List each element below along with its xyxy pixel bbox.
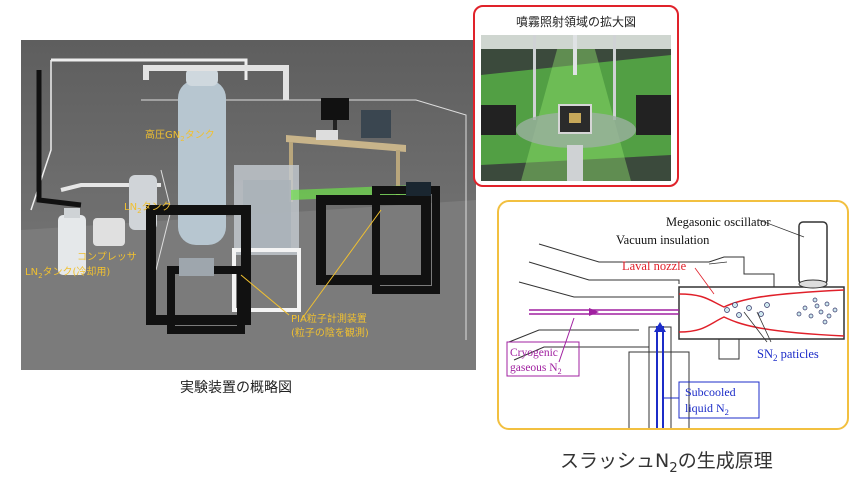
compressor-label: コンプレッサ bbox=[77, 252, 137, 263]
pia-label-line1: PIA粒子計測装置 bbox=[291, 314, 367, 325]
principle-panel: Megasonic oscillator Vacuum insulation L… bbox=[497, 200, 849, 430]
zoom-drawing bbox=[481, 35, 671, 181]
subcooled-label-line1: Subcooled bbox=[685, 385, 736, 399]
ln2-tank-label: LN2タンク bbox=[124, 202, 172, 215]
laval-label: Laval nozzle bbox=[622, 259, 687, 273]
apparatus-drawing bbox=[21, 58, 476, 370]
megasonic-label: Megasonic oscillator bbox=[666, 215, 771, 229]
tank-icon bbox=[178, 80, 226, 245]
vacuum-label: Vacuum insulation bbox=[616, 233, 710, 247]
zoom-title: 噴霧照射領域の拡大図 bbox=[515, 15, 636, 29]
cryogenic-label-line2: gaseous N2 bbox=[510, 362, 562, 376]
subcooled-label-line2: liquid N2 bbox=[685, 401, 729, 417]
frame-icon bbox=[232, 248, 301, 312]
particle-icon bbox=[724, 297, 838, 325]
apparatus-render: 高圧GN2タンク LN2タンク コンプレッサ LN2タンク(冷却用) PIA粒子… bbox=[21, 40, 476, 370]
pia-label-line2: (粒子の陰を観測) bbox=[291, 328, 369, 339]
gn2-tank-label: 高圧GN2タンク bbox=[145, 130, 215, 143]
zoom-panel: 噴霧照射領域の拡大図 bbox=[473, 5, 679, 187]
cryogenic-label-line1: Cryogenic bbox=[510, 347, 558, 359]
principle-drawing: Megasonic oscillator Vacuum insulation L… bbox=[506, 215, 845, 428]
principle-caption: スラッシュN2の生成原理 bbox=[560, 450, 773, 476]
sn2-label: SN2 paticles bbox=[757, 347, 819, 363]
apparatus-caption: 実験装置の概略図 bbox=[180, 380, 292, 396]
ln2-cooling-label: LN2タンク(冷却用) bbox=[25, 267, 111, 280]
